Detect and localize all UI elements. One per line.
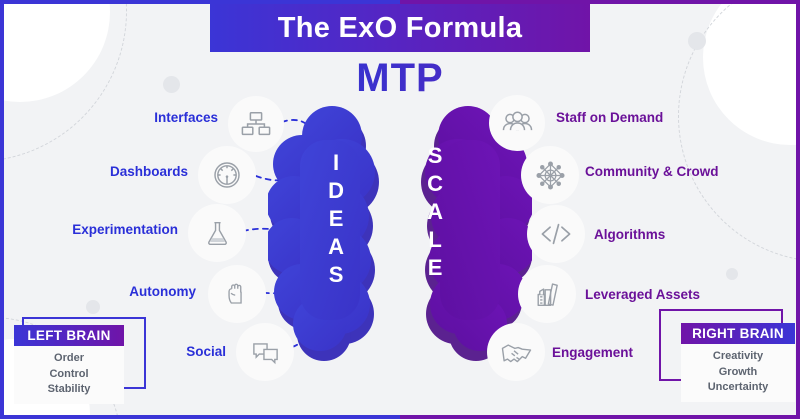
fist-icon bbox=[228, 283, 242, 304]
label-leveraged-assets: Leveraged Assets bbox=[585, 287, 701, 302]
label-algorithms: Algorithms bbox=[594, 227, 666, 242]
label-autonomy: Autonomy bbox=[129, 284, 196, 299]
buildings-icon bbox=[537, 282, 558, 306]
gauge-icon bbox=[214, 162, 240, 188]
right-brain-title: RIGHT BRAIN bbox=[681, 323, 795, 344]
left-brain-trait: Stability bbox=[47, 383, 91, 395]
label-interfaces: Interfaces bbox=[154, 110, 218, 125]
icon-bubble-community-crowd[interactable] bbox=[521, 146, 579, 204]
brain-right-letters: SCALE bbox=[422, 143, 448, 283]
left-brain-title: LEFT BRAIN bbox=[14, 325, 124, 346]
decorative-dot bbox=[86, 300, 100, 314]
icon-bubble-engagement[interactable] bbox=[487, 323, 545, 381]
network-mesh-icon bbox=[535, 160, 565, 190]
icon-bubble-social[interactable] bbox=[236, 323, 294, 381]
label-staff-on-demand: Staff on Demand bbox=[556, 110, 664, 125]
people-group-icon bbox=[502, 111, 532, 130]
right-brain-trait: Uncertainty bbox=[707, 381, 769, 393]
left-brain-card: LEFT BRAIN Order Control Stability bbox=[14, 325, 124, 404]
left-brain-trait: Order bbox=[54, 352, 84, 364]
label-community-crowd: Community & Crowd bbox=[585, 164, 719, 179]
icon-bubble-experimentation[interactable] bbox=[188, 204, 246, 262]
chat-bubbles-icon bbox=[252, 342, 278, 364]
icon-bubble-staff-on-demand[interactable] bbox=[489, 95, 545, 151]
label-experimentation: Experimentation bbox=[72, 222, 178, 237]
title-banner: The ExO Formula bbox=[210, 4, 590, 52]
icon-bubble-algorithms[interactable] bbox=[527, 205, 585, 263]
left-brain-trait: Control bbox=[49, 367, 89, 380]
right-brain-card: RIGHT BRAIN Creativity Growth Uncertaint… bbox=[681, 323, 795, 402]
mtp-heading: MTP bbox=[0, 56, 800, 101]
brain-left-letters: IDEAS bbox=[323, 150, 349, 290]
decorative-dot bbox=[688, 32, 706, 50]
brain-left-label: IDEAS bbox=[323, 150, 359, 290]
label-dashboards: Dashboards bbox=[109, 164, 188, 179]
brain-right-label: SCALE bbox=[422, 143, 458, 283]
label-social: Social bbox=[186, 344, 226, 359]
decorative-dot bbox=[726, 268, 738, 280]
right-brain-trait: Growth bbox=[718, 365, 758, 378]
icon-bubble-leveraged-assets[interactable] bbox=[518, 265, 576, 323]
icon-bubble-interfaces[interactable] bbox=[228, 96, 284, 152]
sitemap-icon bbox=[241, 112, 271, 136]
label-engagement: Engagement bbox=[552, 345, 634, 360]
right-brain-traits: Creativity Growth Uncertainty bbox=[681, 344, 795, 402]
right-brain-trait: Creativity bbox=[712, 350, 764, 362]
decorative-dot bbox=[163, 76, 180, 93]
handshake-icon bbox=[501, 343, 531, 362]
left-brain-traits: Order Control Stability bbox=[14, 346, 124, 404]
icon-bubble-dashboards[interactable] bbox=[198, 146, 256, 204]
code-brackets-icon bbox=[541, 223, 571, 245]
page-title: The ExO Formula bbox=[277, 11, 523, 44]
icon-bubble-autonomy[interactable] bbox=[208, 265, 266, 323]
flask-icon bbox=[207, 221, 227, 245]
